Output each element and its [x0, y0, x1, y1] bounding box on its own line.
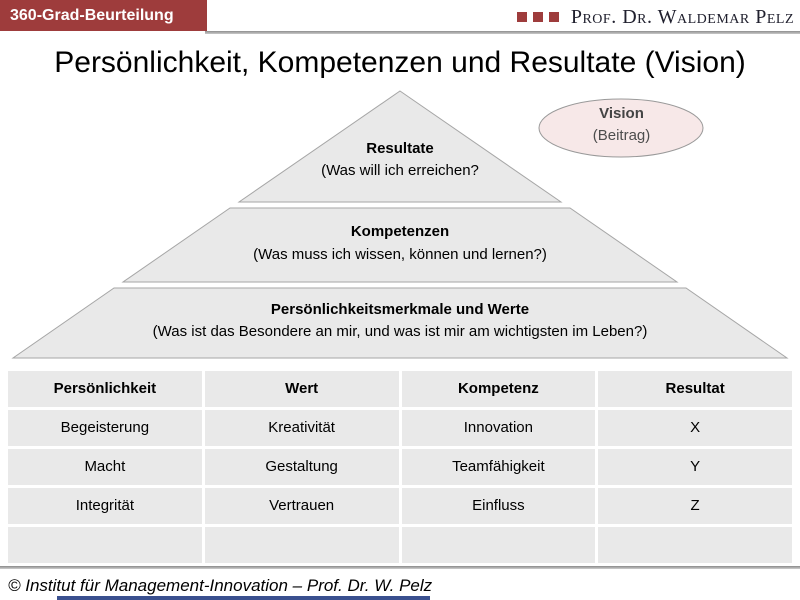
red-square-icon: [548, 12, 559, 22]
pyramid-level-3-shape: [11, 287, 789, 359]
pyramid-level-1-shape: [237, 90, 563, 203]
copyright-text: © Institut für Management-Innovation – P…: [8, 576, 433, 595]
author-name: Prof. Dr. Waldemar Pelz: [570, 5, 794, 28]
table-cell: Einfluss: [401, 488, 596, 524]
table-cell: Gestaltung: [204, 449, 399, 485]
pyramid-level-1-question: (Was will ich erreichen?: [321, 162, 479, 179]
red-square-icon: [516, 12, 527, 22]
header-badge: 360-Grad-Beurteilung: [0, 0, 207, 31]
table-cell: [598, 527, 792, 563]
header-divider: [205, 31, 800, 34]
pyramid-level-3-label: Persönlichkeitsmerkmale und Werte: [270, 301, 530, 318]
table-cell: Begeisterung: [8, 410, 202, 446]
pyramid-level-2-shape: [121, 207, 679, 283]
vision-ellipse-shape: [538, 98, 704, 158]
table-cell: Innovation: [401, 410, 596, 446]
column-header: Persönlichkeit: [8, 371, 202, 407]
pyramid-level-2-label: Kompetenzen: [350, 223, 450, 240]
vision-subtitle: (Beitrag): [592, 127, 651, 144]
pyramid-level-3-question: (Was ist das Besondere an mir, und was i…: [152, 323, 648, 340]
pyramid-level-1-label: Resultate: [366, 140, 434, 157]
table-cell: [8, 527, 202, 563]
vision-title: Vision: [599, 105, 644, 122]
table-cell: Integrität: [8, 488, 202, 524]
pyramid-level-2-question: (Was muss ich wissen, können und lernen?…: [253, 246, 547, 263]
author-block: Prof. Dr. Waldemar Pelz: [516, 5, 794, 29]
footer-divider: [0, 566, 800, 569]
table-cell: Macht: [8, 449, 202, 485]
red-square-icon: [532, 12, 543, 22]
table-cell: Teamfähigkeit: [401, 449, 596, 485]
vision-callout: Vision (Beitrag): [539, 103, 704, 147]
table-cell: Z: [598, 488, 792, 524]
personality-matrix-table: Persönlichkeit Wert Kompetenz Resultat B…: [8, 371, 792, 563]
column-header: Resultat: [598, 371, 792, 407]
table-cell: X: [598, 410, 792, 446]
page-title: Persönlichkeit, Kompetenzen und Resultat…: [54, 46, 746, 79]
table-cell: Kreativität: [204, 410, 399, 446]
table-cell: Y: [598, 449, 792, 485]
table-cell: [204, 527, 399, 563]
bottom-edge-bar: [57, 596, 430, 600]
column-header: Kompetenz: [401, 371, 596, 407]
table-cell: Vertrauen: [204, 488, 399, 524]
table-cell: [401, 527, 596, 563]
column-header: Wert: [204, 371, 399, 407]
